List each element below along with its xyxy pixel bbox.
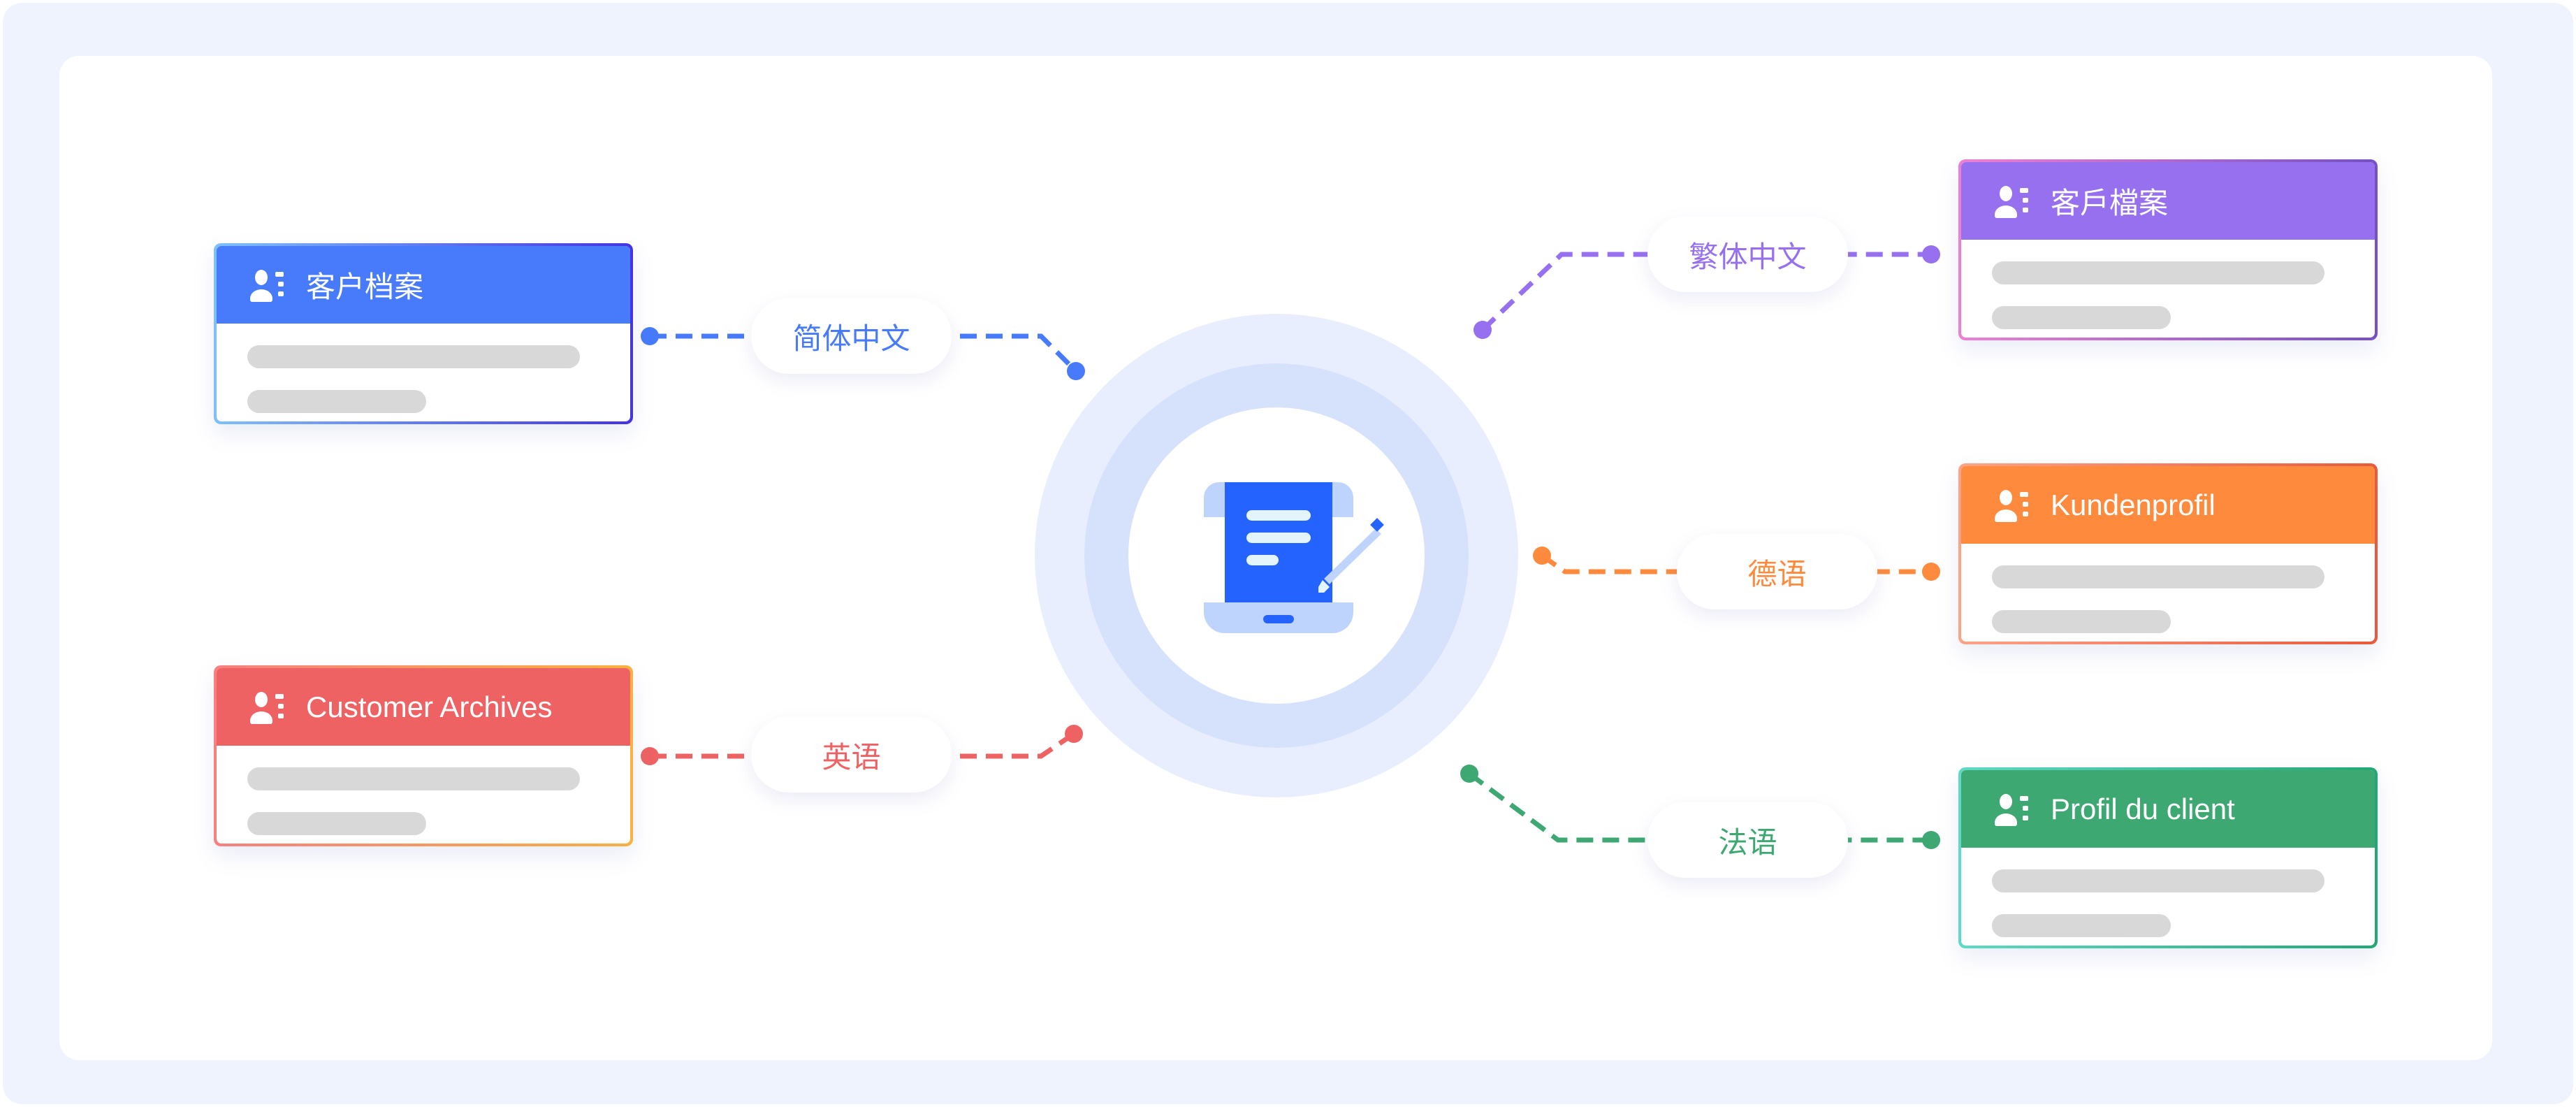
scroll-document-pen-icon [1198,477,1387,637]
user-profile-icon [250,269,284,302]
connector-dot [1473,321,1492,339]
connector-dot [1922,831,1940,849]
connector-dot [641,747,659,765]
connector-dot [1922,245,1940,263]
connector-dot [1922,563,1940,581]
placeholder-bar [1992,914,2171,937]
profile-card-german: Kundenprofil [1958,463,2378,644]
profile-card-simplified-chinese: 客户档案 [214,243,633,424]
language-pill-french: 法语 [1647,802,1848,878]
placeholder-bar [247,767,580,790]
language-pill-traditional-chinese: 繁体中文 [1647,217,1848,292]
connector-dot [1460,765,1478,783]
language-pill-english: 英语 [751,717,952,793]
placeholder-bar [247,812,426,835]
profile-card-english: Customer Archives [214,665,633,846]
card-title: 客戶檔案 [2051,187,2169,219]
placeholder-bar [1992,261,2324,284]
user-profile-icon [1995,185,2028,218]
placeholder-bar [1992,306,2171,329]
language-pill-simplified-chinese: 简体中文 [751,298,952,374]
card-title: 客户档案 [306,270,424,303]
language-pill-german: 德语 [1677,534,1877,609]
profile-card-french: Profil du client [1958,767,2378,948]
placeholder-bar [247,345,580,368]
placeholder-bar [247,390,426,413]
connector-dot [1067,362,1085,380]
user-profile-icon [1995,489,2028,522]
card-title: Customer Archives [306,690,553,723]
placeholder-bar [1992,869,2324,892]
user-profile-icon [1995,793,2028,826]
placeholder-bar [1992,610,2171,633]
card-title: Profil du client [2051,792,2235,825]
profile-card-traditional-chinese: 客戶檔案 [1958,159,2378,340]
placeholder-bar [1992,565,2324,588]
connector-dot [1065,725,1083,743]
user-profile-icon [250,691,284,724]
connector-dot [1533,547,1551,565]
card-title: Kundenprofil [2051,488,2215,521]
connector-dot [641,327,659,345]
